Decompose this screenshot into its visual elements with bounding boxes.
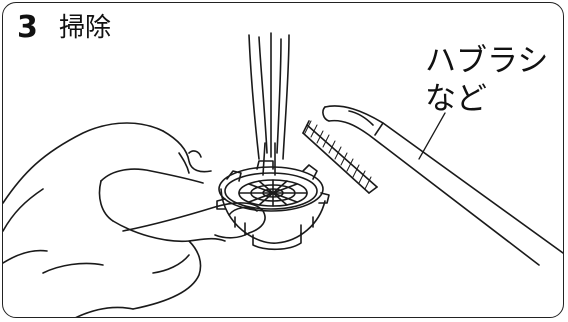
- aerator-filter-icon: [217, 161, 329, 249]
- step-number: 3: [17, 13, 38, 43]
- step-title: 掃除: [59, 15, 111, 41]
- instruction-panel: 3 掃除 ハブラシ など: [2, 2, 564, 318]
- water-stream-icon: [249, 33, 289, 175]
- toothbrush-icon: [303, 106, 563, 265]
- hand-icon: [3, 123, 265, 318]
- brush-label: ハブラシ など: [425, 43, 548, 119]
